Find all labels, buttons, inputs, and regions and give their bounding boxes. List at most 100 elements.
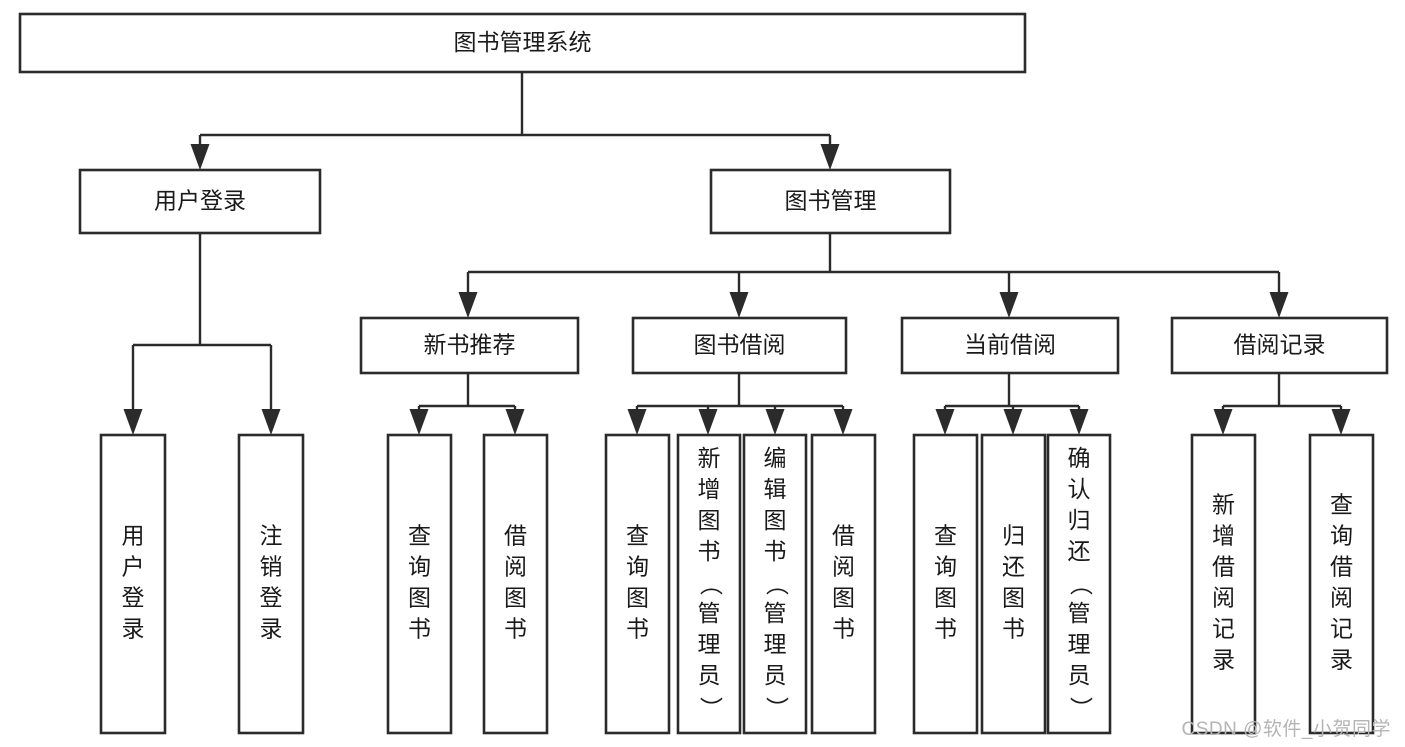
node-label-char: 询 [934,554,957,580]
node-box[interactable] [1046,433,1112,735]
node-label-char: 辑 [764,476,787,502]
node-label: 图书管理 [785,188,877,214]
node-label-char: 理 [698,631,721,657]
node-box[interactable] [1170,316,1389,375]
node-user-login[interactable]: 用户登录 [78,168,322,235]
node-label-char: 管 [698,600,721,626]
node-box[interactable] [18,12,1027,74]
node-box[interactable] [237,433,305,735]
node-box[interactable] [742,433,808,735]
node-label-char: 还 [1068,538,1091,564]
arrow-head-icon [729,292,749,318]
arrow-head-icon [1213,409,1233,435]
node-label-char: 登 [122,585,145,611]
node-new-book-rec[interactable]: 新书推荐 [359,316,580,375]
node-label-char: 询 [1330,523,1353,549]
node-label-char: 图 [1002,585,1025,611]
node-label-char: 员 [698,662,721,688]
node-label: 新书推荐 [424,332,516,358]
arrow-head-icon [935,409,955,435]
node-book-borrow[interactable]: 图书借阅 [631,316,848,375]
node-box[interactable] [482,433,549,735]
node-label-char: 管 [1068,600,1091,626]
arrow-head-icon [190,144,210,170]
node-label-char: 录 [1330,647,1353,673]
node-box[interactable] [676,433,742,735]
node-label-char: 阅 [832,554,855,580]
node-label-char: 图 [934,585,957,611]
node-label-char: 录 [122,616,145,642]
node-box[interactable] [980,433,1047,735]
node-label-char: 查 [626,523,649,549]
node-label-char: 书 [764,538,787,564]
node-label-char: （ [764,573,790,596]
node-box[interactable] [359,316,580,375]
node-label-char: 员 [1068,662,1091,688]
node-label-char: ） [1068,697,1094,720]
connector-group-userlogin-to-leaves [123,233,281,435]
node-label-char: （ [698,573,724,596]
arrow-head-icon [123,409,143,435]
node-box[interactable] [709,168,952,235]
node-label-char: 增 [1212,523,1235,549]
node-label-char: 询 [408,554,431,580]
node-label-char: 登 [260,585,283,611]
node-label-char: 记 [1330,616,1353,642]
node-label-char: 借 [1212,554,1235,580]
node-box[interactable] [900,316,1120,375]
arrow-head-icon [1069,409,1089,435]
node-box[interactable] [810,433,877,735]
node-current-borrow[interactable]: 当前借阅 [900,316,1120,375]
node-leaf-user-login[interactable]: 用户登录 [99,433,167,735]
node-box[interactable] [604,433,671,735]
node-label-char: 图 [504,585,527,611]
node-label-char: 归 [1068,507,1091,533]
node-label-char: 新 [698,445,721,471]
node-label-char: 图 [626,585,649,611]
node-label: 图书借阅 [694,332,786,358]
connector-group-bookmanage-to-level2 [458,233,1289,318]
node-label-char: 编 [764,445,787,471]
node-label-char: 查 [408,523,431,549]
connector-group-bookborrow-to-leaves [627,373,853,435]
node-borrow-record[interactable]: 借阅记录 [1170,316,1389,375]
node-label-char: （ [1068,573,1094,596]
node-root[interactable]: 图书管理系统 [18,12,1027,74]
arrow-head-icon [409,409,429,435]
node-box[interactable] [1308,433,1375,735]
node-label-char: 新 [1212,492,1235,518]
node-book-manage[interactable]: 图书管理 [709,168,952,235]
node-label-char: 录 [1212,647,1235,673]
node-label-char: 借 [504,523,527,549]
node-label-char: 询 [626,554,649,580]
node-label-char: 录 [260,616,283,642]
node-box[interactable] [912,433,979,735]
node-label-char: 理 [1068,631,1091,657]
node-label-char: ） [764,697,790,720]
node-label-char: 用 [122,523,145,549]
node-box[interactable] [1190,433,1257,735]
connector-group-borrowrecord-to-leaves [1213,373,1351,435]
node-box[interactable] [386,433,453,735]
node-box[interactable] [631,316,848,375]
node-label-char: ） [698,697,724,720]
node-box[interactable] [78,168,322,235]
node-box[interactable] [99,433,167,735]
node-label-char: 图 [764,507,787,533]
